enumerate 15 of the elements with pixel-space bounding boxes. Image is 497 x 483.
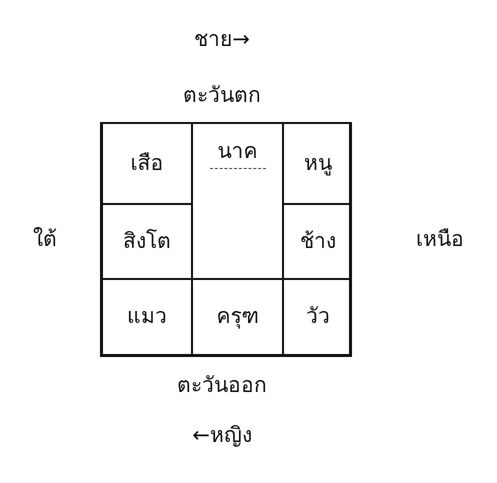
- cell-text: หนู: [303, 150, 333, 178]
- cell-text: วัว: [305, 303, 331, 330]
- direction-label: ←หญิง: [192, 422, 252, 449]
- direction-label: เหนือ: [416, 226, 464, 253]
- cell-text: สิงโต: [122, 228, 172, 255]
- cell-text: ครุฑ: [216, 303, 260, 331]
- cell-text: นาค: [210, 136, 266, 168]
- cell-text: ช้าง: [299, 228, 337, 255]
- cell-text: แมว: [126, 303, 168, 330]
- direction-label: ใต้: [33, 226, 57, 253]
- cell-text: เสือ: [130, 150, 164, 177]
- direction-label: ชาย→: [194, 26, 250, 53]
- direction-label: ตะวันออก: [177, 372, 267, 399]
- grid-box: [100, 122, 352, 357]
- direction-label: ตะวันตก: [183, 82, 261, 109]
